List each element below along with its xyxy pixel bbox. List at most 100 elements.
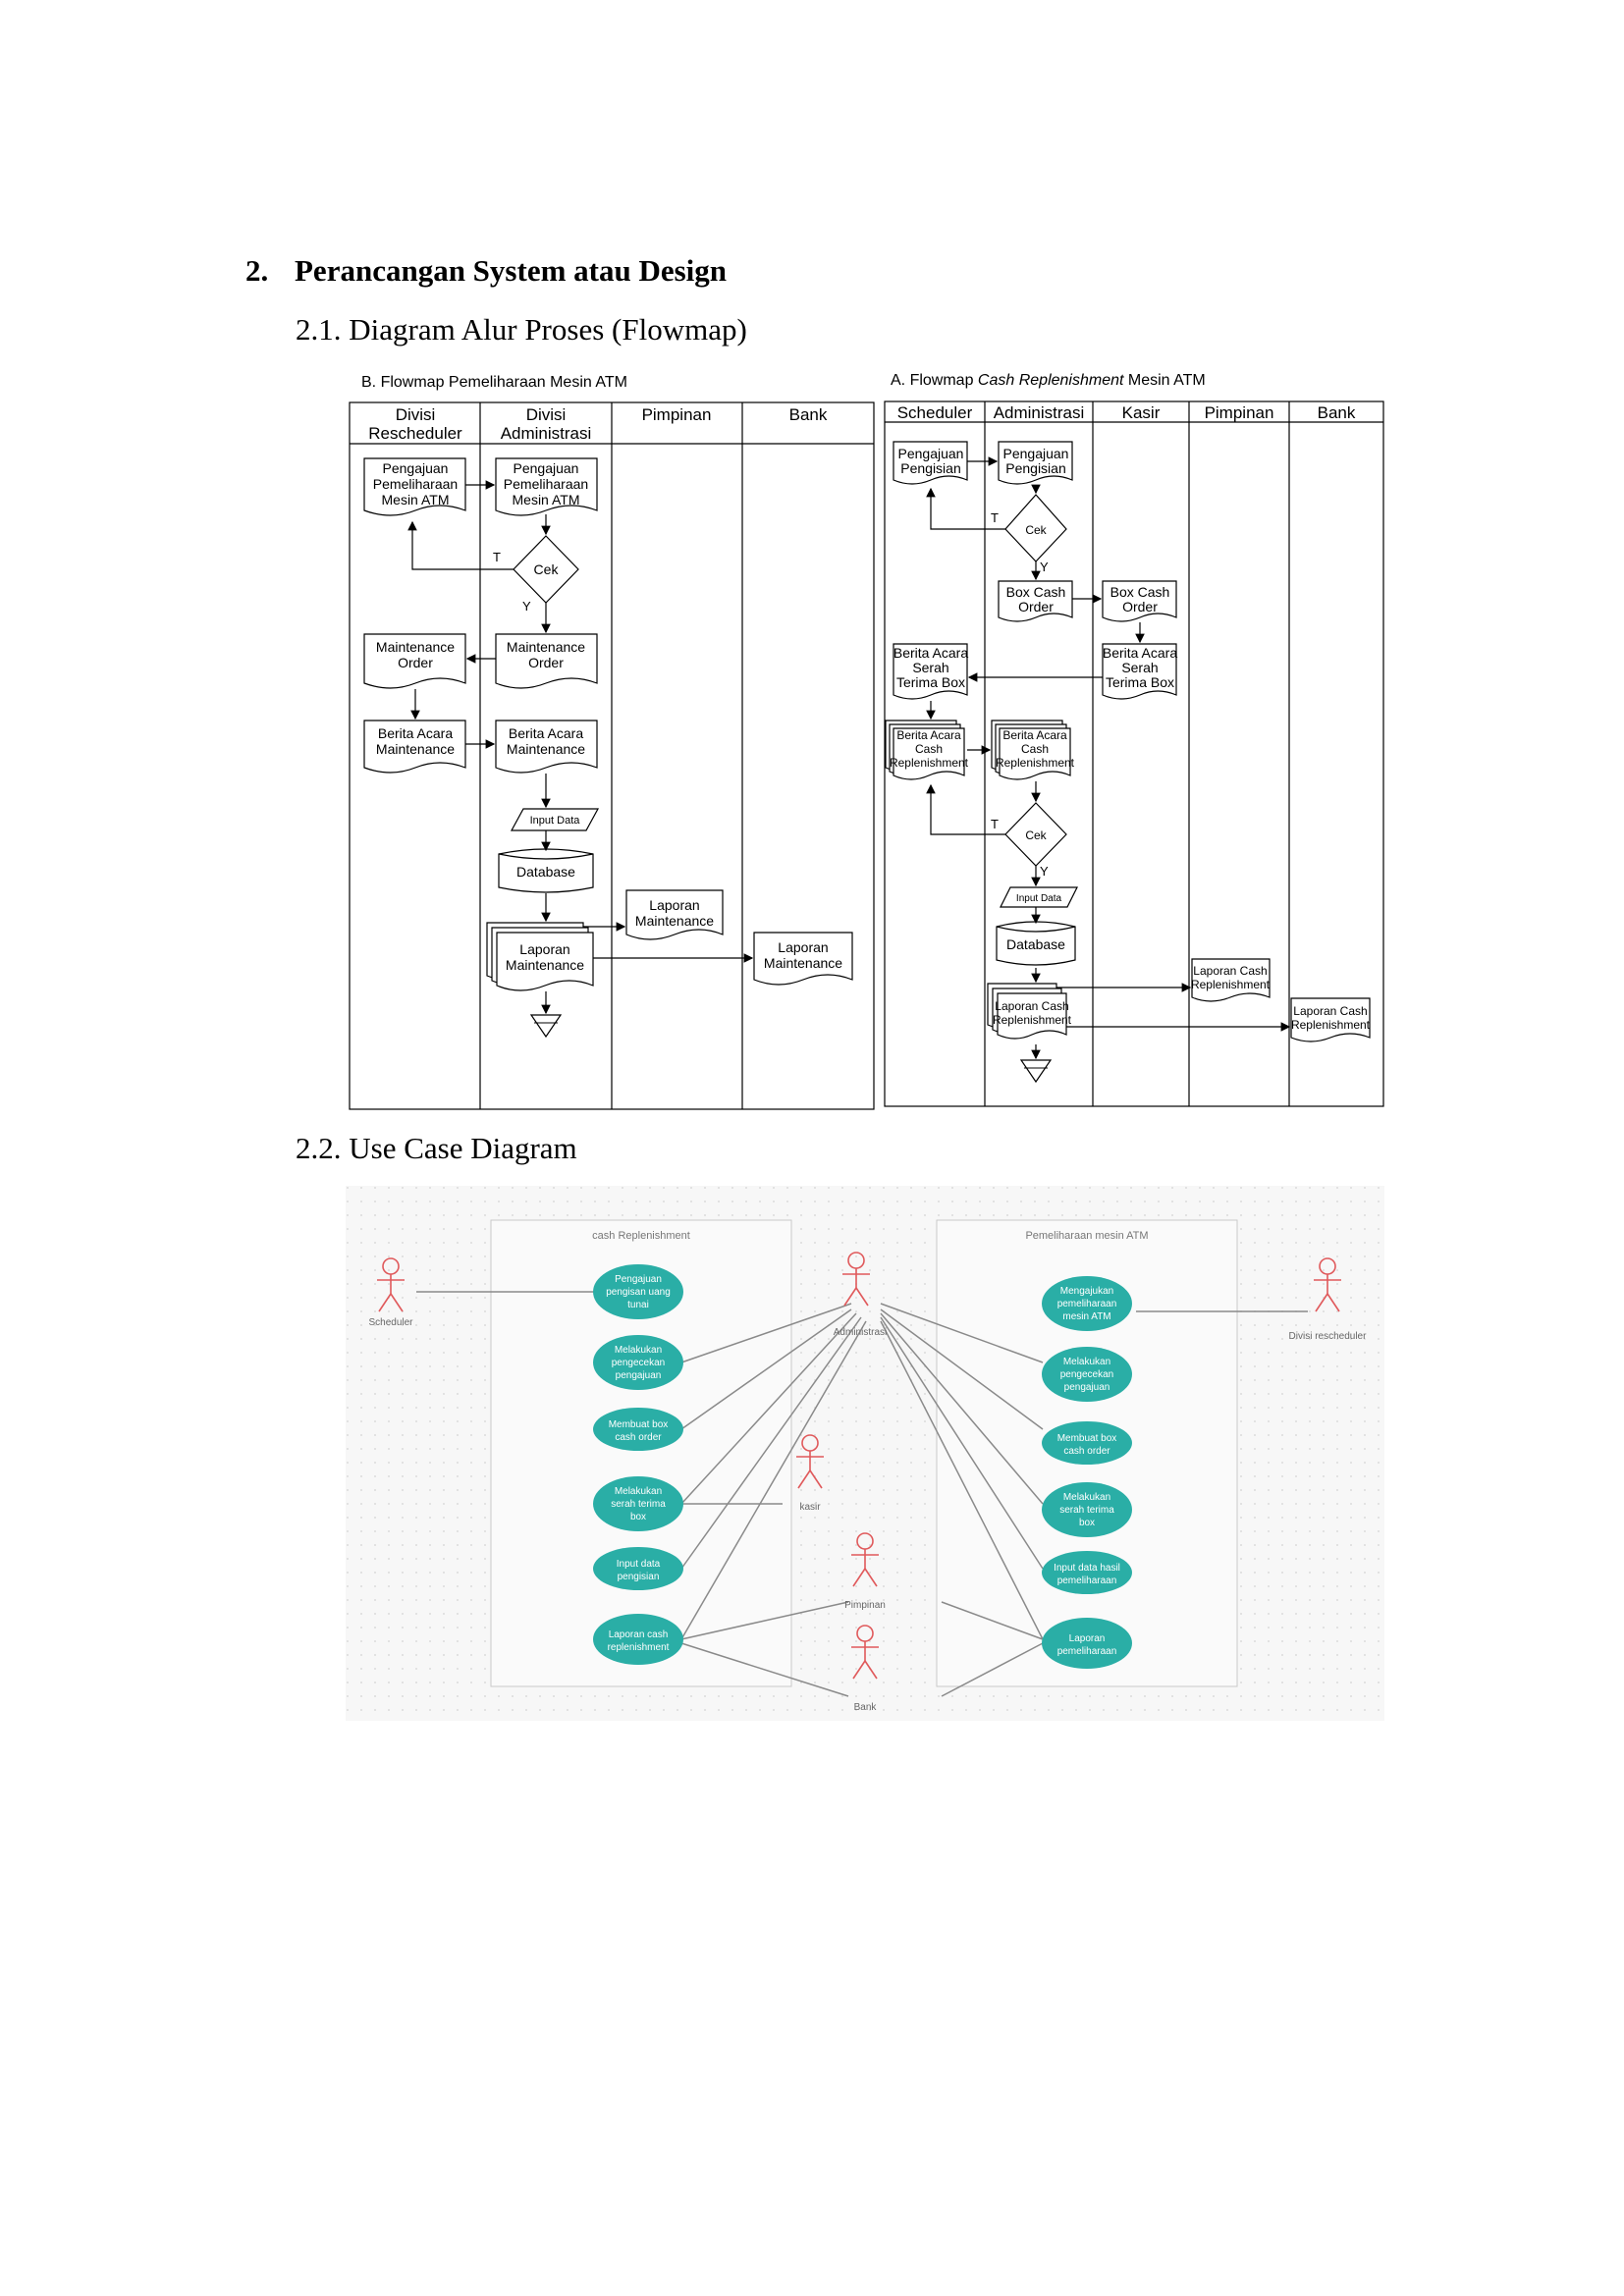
- a-y-1: Y: [1040, 560, 1049, 574]
- subsection-usecase-heading: 2.2. Use Case Diagram: [296, 1131, 577, 1166]
- a-laporan-a1: Laporan Cash: [995, 999, 1068, 1013]
- a-doc-box-kasir: [1102, 580, 1177, 622]
- uc-input-data-right: [1042, 1551, 1132, 1594]
- a-y-2: Y: [1040, 864, 1049, 879]
- actor-divisi-rescheduler: [1314, 1257, 1341, 1312]
- b-pengajuan-l3: Mesin ATM: [382, 492, 450, 507]
- a-doc-serah-scheduler: [893, 643, 968, 700]
- uc-l4-t3: box: [630, 1512, 646, 1522]
- actor-pimpinan-label: Pimpinan: [844, 1600, 886, 1611]
- uc-r6-t2: pemeliharaan: [1057, 1646, 1117, 1657]
- b-laporan-bank-l1: Laporan: [778, 939, 828, 955]
- uc-l4-t2: serah terima: [611, 1499, 666, 1510]
- a-doc-laporan-pimpinan: [1191, 958, 1271, 1002]
- uc-l2-t2: pengecekan: [612, 1358, 666, 1368]
- uc-l1-t2: pengisan uang: [606, 1287, 671, 1298]
- actor-kasir: [796, 1434, 824, 1489]
- doc-maint-order-admin: [495, 633, 598, 689]
- uc-r1-t1: Mengajukan: [1060, 1286, 1113, 1297]
- uc-membuat-box-right: [1042, 1421, 1132, 1465]
- uc-serah-terima-right: [1042, 1482, 1132, 1537]
- uc-mengajukan-pemeliharaan: [1042, 1276, 1132, 1331]
- a-cashrep-s2: Cash: [915, 742, 943, 756]
- uc-r5-t1: Input data hasil: [1054, 1563, 1120, 1574]
- doc-laporan-admin: [496, 932, 594, 991]
- a-doc-pengajuan-admin: [998, 441, 1073, 485]
- a-input-label: Input Data: [1016, 893, 1062, 904]
- terminator-b: [529, 1014, 563, 1039]
- b-pengajuan-admin-l3: Mesin ATM: [513, 492, 580, 507]
- use-case-diagram: cash Replenishment Pemeliharaan mesin AT…: [346, 1186, 1384, 1721]
- section-title: Perancangan System atau Design: [295, 253, 728, 288]
- b-laporan-pim-l2: Maintenance: [635, 913, 714, 929]
- lane-b4: Bank: [789, 405, 828, 424]
- lane-b1-line1: Divisi: [396, 405, 436, 424]
- b-pengajuan-l2: Pemeliharaan: [373, 476, 458, 492]
- uc-laporan-pemeliharaan: [1042, 1618, 1132, 1669]
- uc-input-data-left: [593, 1547, 683, 1590]
- a-laporan-b2: Replenishment: [1291, 1018, 1371, 1032]
- uc-membuat-box-left: [593, 1408, 683, 1451]
- a-box-a2: Order: [1018, 599, 1054, 614]
- uc-l6-t1: Laporan cash: [609, 1629, 669, 1640]
- flowmap-b-title: B. Flowmap Pemeliharaan Mesin ATM: [361, 374, 627, 391]
- lane-a-pimpinan: Pimpinan: [1205, 403, 1274, 422]
- boundary-right-label: Pemeliharaan mesin ATM: [1025, 1230, 1148, 1242]
- actor-divisi-label: Divisi rescheduler: [1289, 1331, 1368, 1342]
- subsection-flowmap-title: Diagram Alur Proses (Flowmap): [349, 312, 747, 347]
- doc-pengajuan-left: [363, 457, 466, 516]
- b-cek: Cek: [534, 561, 560, 577]
- a-laporan-p2: Replenishment: [1191, 978, 1271, 991]
- b-y: Y: [522, 599, 531, 614]
- uc-r1-t3: mesin ATM: [1062, 1311, 1110, 1322]
- uc-l2-t3: pengajuan: [616, 1370, 662, 1381]
- section-number: 2.: [245, 253, 269, 288]
- a-box-k1: Box Cash: [1110, 584, 1170, 600]
- uc-r5-t2: pemeliharaan: [1057, 1575, 1117, 1586]
- uc-melakukan-pengecekan-right: [1042, 1347, 1132, 1402]
- a-cek-1: Cek: [1025, 523, 1047, 537]
- a-doc-cashrep-admin: [999, 727, 1071, 780]
- lane-a-bank: Bank: [1318, 403, 1356, 422]
- b-laporan-l2: Maintenance: [506, 957, 584, 973]
- a-database-label: Database: [1006, 936, 1065, 952]
- a-laporan-b1: Laporan Cash: [1293, 1004, 1367, 1018]
- a-t-2: T: [991, 817, 999, 831]
- a-doc-serah-kasir: [1102, 643, 1177, 700]
- actor-kasir-label: kasir: [799, 1502, 821, 1513]
- a-cashrep-a1: Berita Acara: [1002, 728, 1067, 742]
- b-laporan-bank-l2: Maintenance: [764, 955, 842, 971]
- flowmap-pemeliharaan: B. Flowmap Pemeliharaan Mesin ATM Divisi…: [342, 365, 877, 1116]
- uc-laporan-cash: [593, 1614, 683, 1665]
- lane-b3: Pimpinan: [642, 405, 712, 424]
- b-laporan-l1: Laporan: [519, 941, 569, 957]
- doc-berita-admin: [495, 720, 598, 774]
- b-maint-admin-l2: Order: [528, 655, 564, 670]
- lane-b2-line1: Divisi: [526, 405, 567, 424]
- uc-serah-terima-left: [593, 1476, 683, 1531]
- uc-r1-t2: pemeliharaan: [1057, 1299, 1117, 1309]
- subsection-flowmap-heading: 2.1. Diagram Alur Proses (Flowmap): [296, 312, 747, 347]
- a-pengajuan-a2: Pengisian: [1005, 460, 1066, 476]
- a-doc-box-admin: [998, 580, 1073, 622]
- uc-melakukan-pengecekan-left: [593, 1335, 683, 1390]
- a-doc-cashrep-scheduler: [893, 727, 965, 780]
- a-pengajuan-s2: Pengisian: [900, 460, 961, 476]
- uc-l5-t2: pengisian: [618, 1572, 660, 1582]
- b-maint-l1: Maintenance: [376, 639, 455, 655]
- a-serah-k3: Terima Box: [1106, 674, 1174, 690]
- a-cashrep-a3: Replenishment: [996, 756, 1075, 770]
- uc-l2-t1: Melakukan: [615, 1345, 662, 1356]
- a-laporan-p1: Laporan Cash: [1193, 964, 1267, 978]
- b-input-data: Input Data: [530, 815, 581, 827]
- a-serah-k2: Serah: [1121, 660, 1158, 675]
- b-berita-l2: Maintenance: [376, 741, 455, 757]
- a-cashrep-s1: Berita Acara: [896, 728, 961, 742]
- lane-a-scheduler: Scheduler: [897, 403, 973, 422]
- a-serah-s2: Serah: [912, 660, 948, 675]
- uc-r3-t2: cash order: [1063, 1446, 1110, 1457]
- a-box-k2: Order: [1122, 599, 1158, 614]
- a-t-1: T: [991, 510, 999, 525]
- uc-r4-t3: box: [1079, 1518, 1095, 1528]
- uc-l1-t3: tunai: [627, 1300, 649, 1310]
